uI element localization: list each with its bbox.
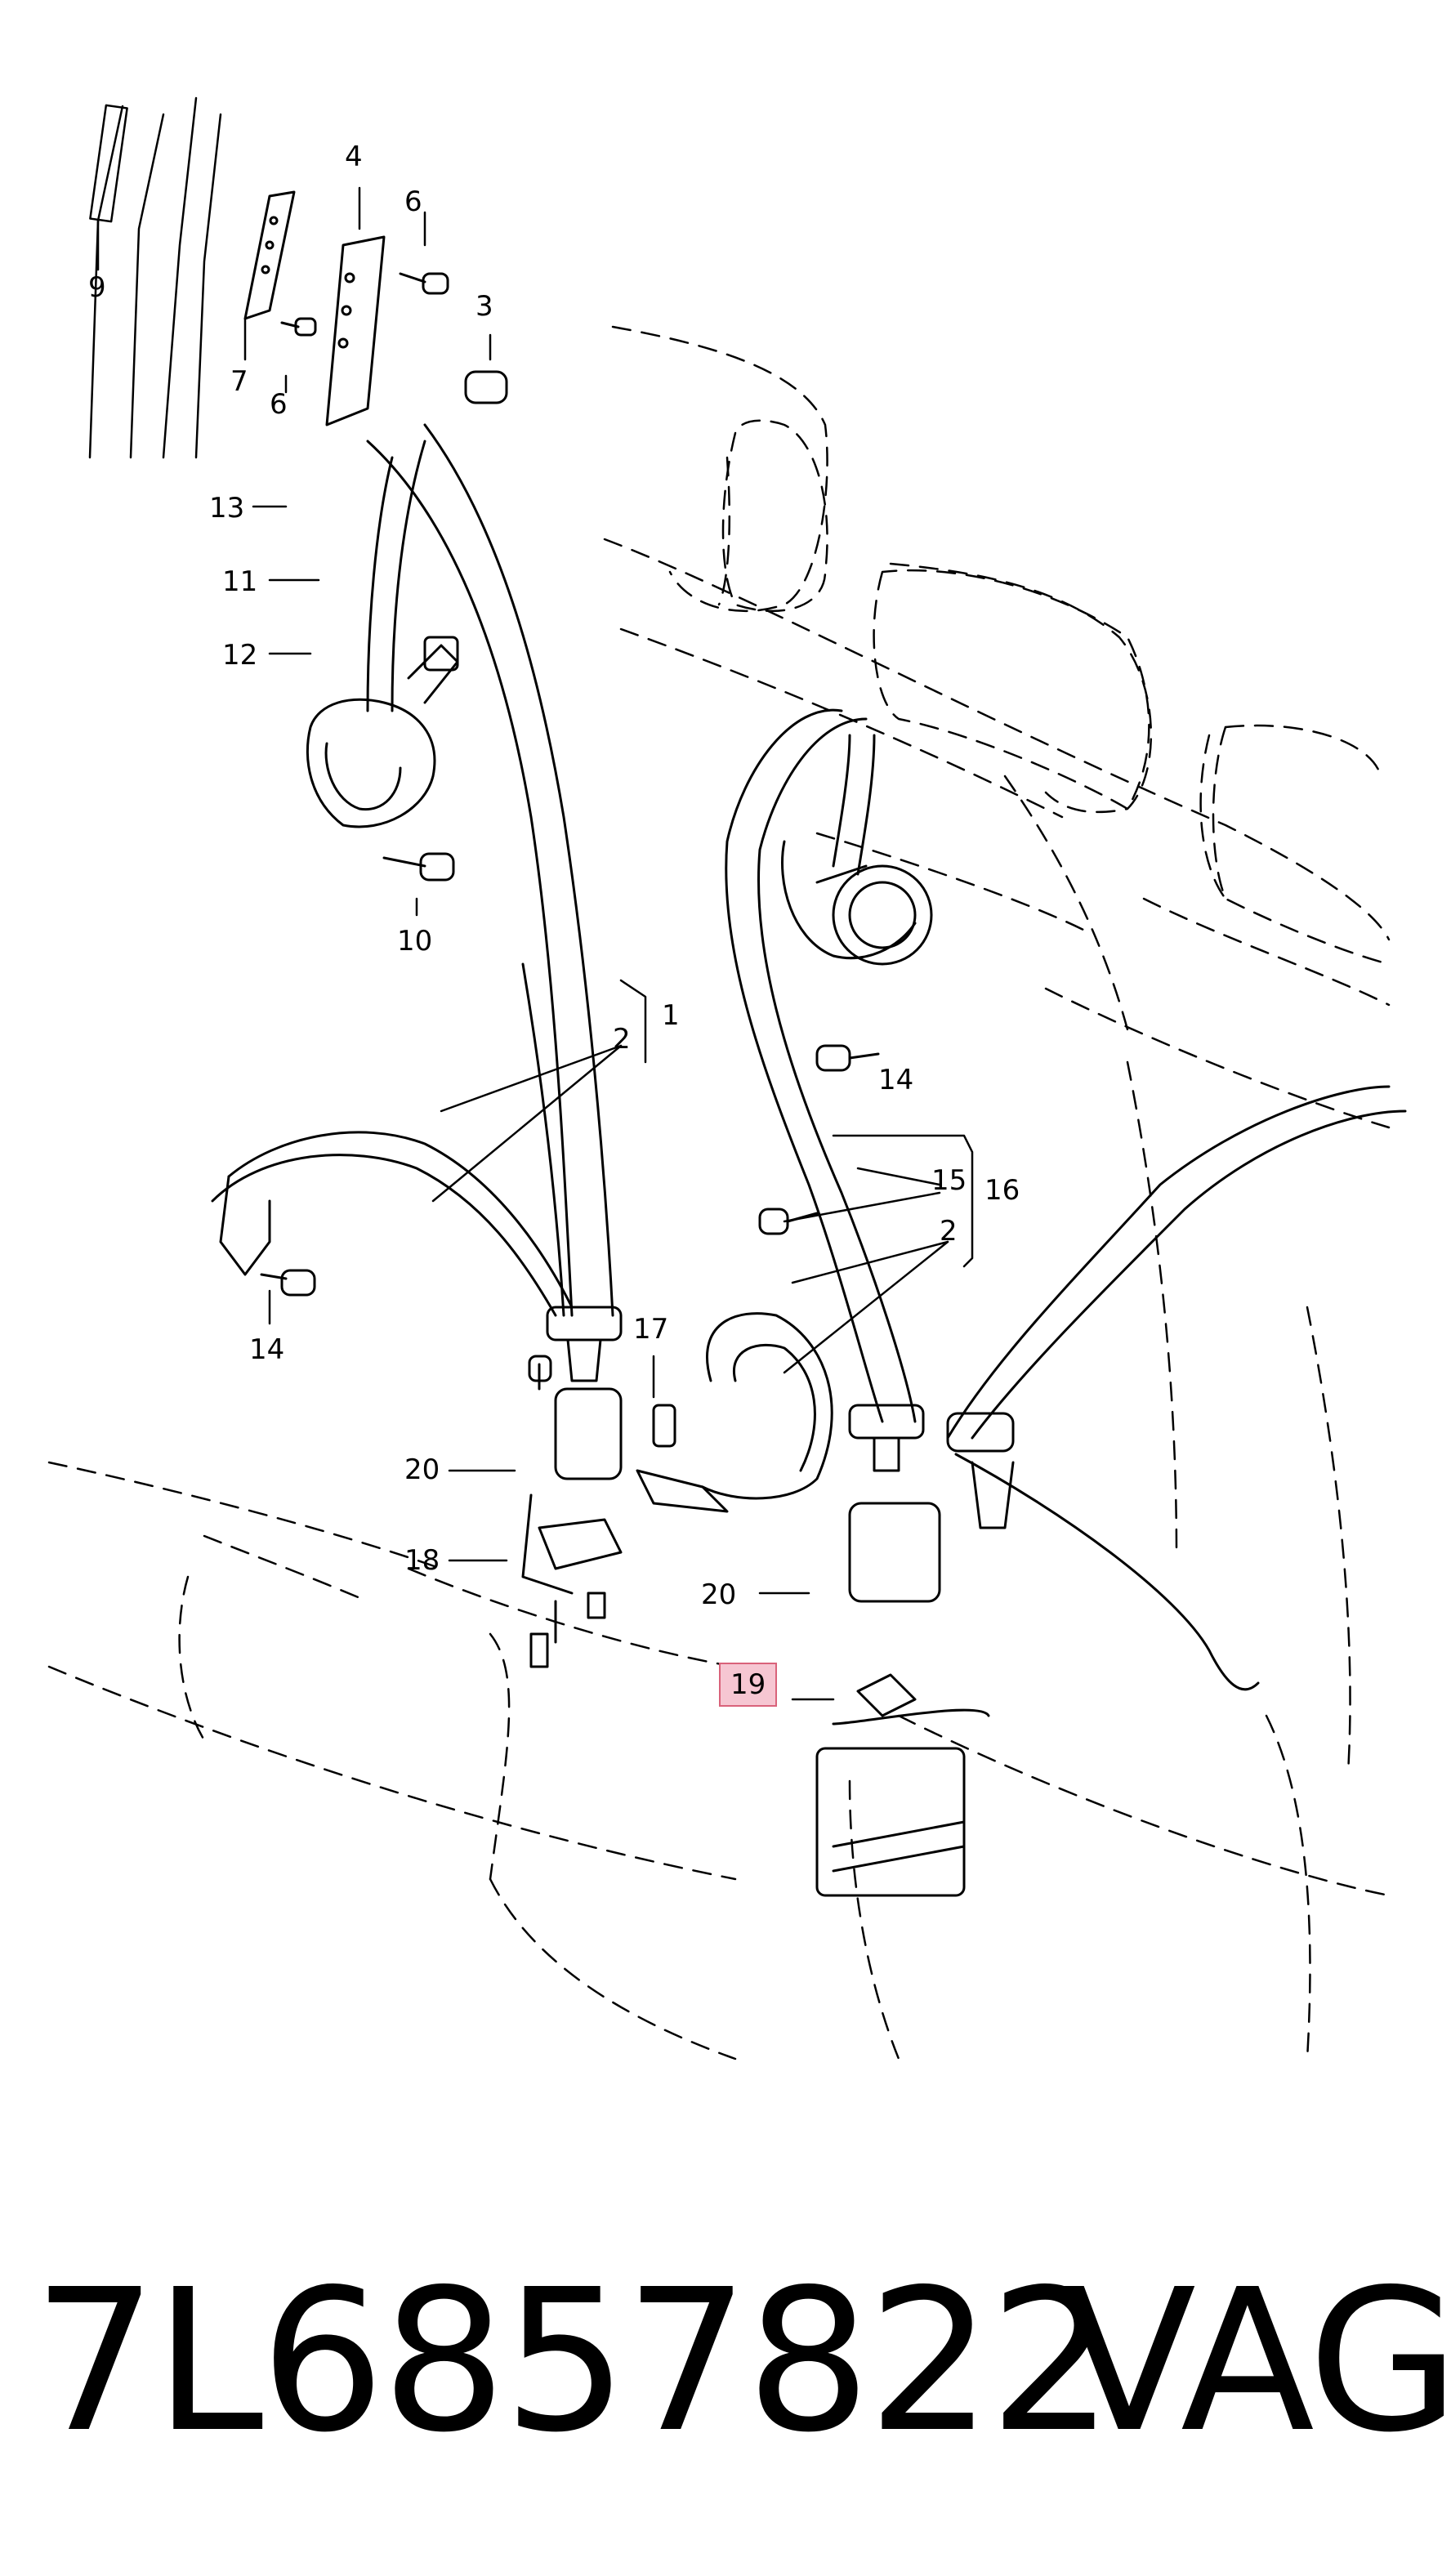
right-belt-webbing: [725, 708, 917, 1423]
callout-19-highlighted[interactable]: 19: [719, 1663, 778, 1707]
part-number: 7L6857822: [33, 2247, 1114, 2476]
callout-6-top[interactable]: 6: [404, 185, 422, 218]
callout-4[interactable]: 4: [345, 141, 363, 173]
callout-14-left[interactable]: 14: [249, 1333, 285, 1366]
callout-16[interactable]: 16: [984, 1174, 1020, 1207]
callout-1[interactable]: 1: [662, 999, 680, 1032]
leader-lines: [96, 186, 974, 1701]
brand-label: VAG: [1062, 2247, 1451, 2476]
rear-seat-outline: [47, 325, 1391, 2060]
callout-18[interactable]: 18: [404, 1544, 440, 1577]
callout-6-bottom[interactable]: 6: [270, 388, 288, 421]
callout-20-left[interactable]: 20: [404, 1453, 440, 1486]
left-belt-webbing: [211, 423, 614, 1317]
right-retractor: [781, 840, 933, 966]
right-outer-belt: [946, 1085, 1407, 1691]
left-latch-and-buckle: [521, 1306, 623, 1668]
callout-3[interactable]: 3: [475, 290, 493, 323]
right-latch-and-buckle: [815, 1404, 990, 1897]
callout-13[interactable]: 13: [209, 492, 245, 525]
height-adjuster: [243, 190, 386, 426]
callout-17[interactable]: 17: [633, 1313, 669, 1346]
callout-15[interactable]: 15: [931, 1164, 967, 1197]
callout-2-right[interactable]: 2: [940, 1215, 958, 1248]
callout-20-right[interactable]: 20: [701, 1578, 737, 1611]
left-retractor: [306, 636, 459, 828]
callout-9[interactable]: 9: [88, 271, 106, 304]
headrest-outlines: [721, 419, 1391, 966]
callout-14-right[interactable]: 14: [878, 1064, 914, 1096]
pillar-trim: [88, 96, 222, 459]
callout-12[interactable]: 12: [222, 639, 258, 672]
center-lap-belt: [636, 1312, 833, 1513]
callout-2-left[interactable]: 2: [613, 1023, 631, 1056]
seat-belt-exploded-diagram: [47, 96, 1407, 2060]
callout-7[interactable]: 7: [230, 365, 248, 398]
callout-10[interactable]: 10: [397, 925, 433, 958]
callout-11[interactable]: 11: [222, 565, 258, 598]
